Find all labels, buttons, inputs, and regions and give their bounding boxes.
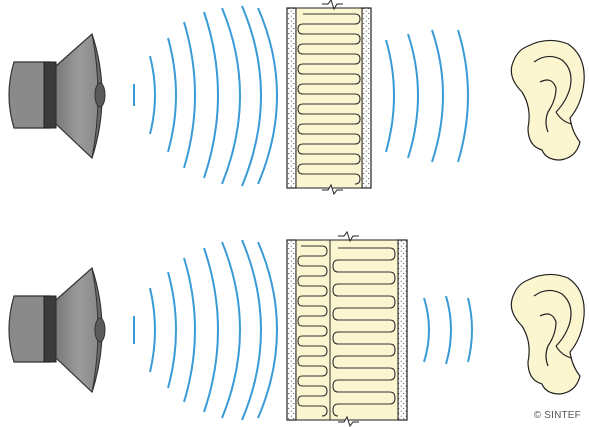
insulation-bottom-right bbox=[332, 247, 396, 417]
wall-single-stud bbox=[286, 0, 372, 196]
speaker-bottom bbox=[8, 266, 106, 394]
sound-waves-outgoing-bottom bbox=[423, 295, 473, 365]
insulation-bottom-left bbox=[297, 245, 328, 417]
ear-top bbox=[510, 39, 585, 161]
wall-double-stud bbox=[286, 230, 408, 427]
insulation-top bbox=[297, 13, 361, 185]
sound-waves-outgoing-top bbox=[385, 29, 469, 163]
copyright-label: © SINTEF bbox=[533, 410, 581, 421]
sound-waves-incoming-bottom bbox=[133, 239, 278, 421]
sound-waves-incoming-top bbox=[133, 5, 278, 187]
ear-bottom bbox=[510, 273, 585, 395]
speaker-top bbox=[8, 32, 106, 160]
